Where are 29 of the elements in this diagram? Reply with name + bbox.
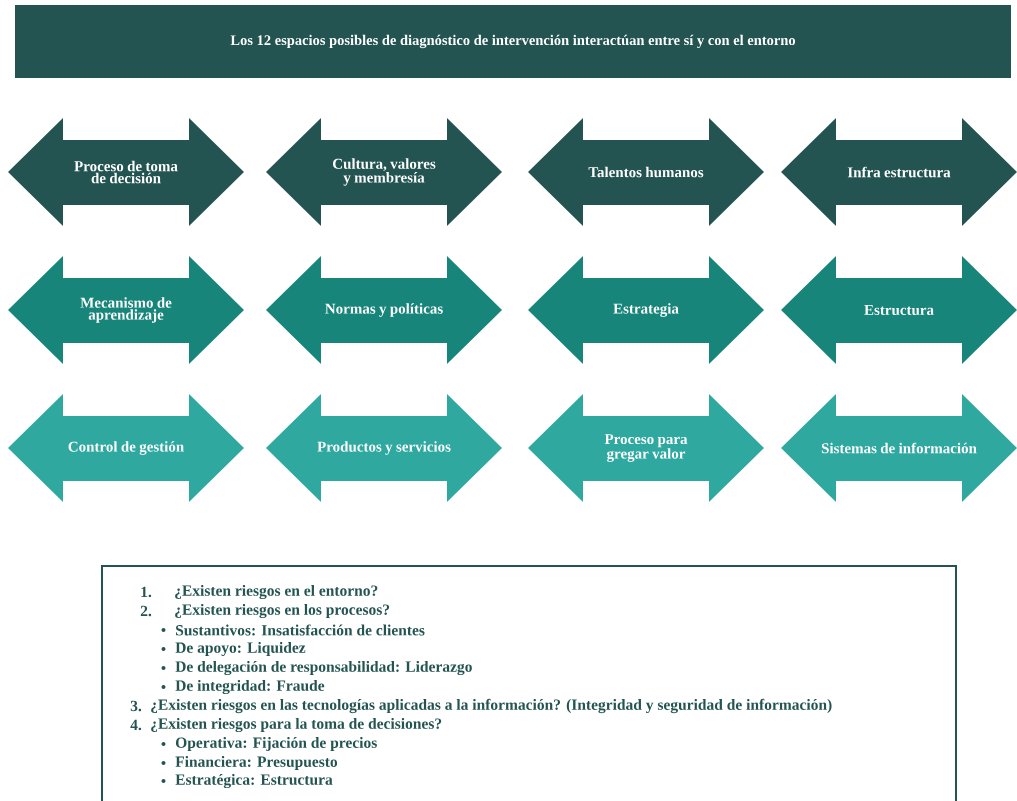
double-headed-banner: Estructura bbox=[781, 256, 1017, 364]
list-number: 1. bbox=[141, 586, 152, 598]
double-headed-banner: Proceso de toma de decisión bbox=[8, 118, 244, 226]
bullet-item: De integridad: Fraude bbox=[161, 679, 325, 695]
double-headed-banner: Proceso para gregar valor bbox=[528, 394, 764, 502]
double-headed-banner: Productos y servicios bbox=[266, 394, 502, 502]
bullet-item: Financiera: Presupuesto bbox=[161, 756, 338, 771]
list-number: 4. bbox=[130, 719, 142, 731]
question-box bbox=[101, 565, 957, 801]
double-headed-banner: Infra estructura bbox=[781, 118, 1017, 226]
bullet-item: Estratégica: Estructura bbox=[161, 773, 333, 789]
double-headed-banner: Mecanismo de aprendizaje bbox=[8, 256, 244, 364]
question-text: ¿Existen riesgos en el entorno? bbox=[175, 584, 378, 600]
list-number: 3. bbox=[130, 700, 142, 712]
double-headed-banner: Normas y políticas bbox=[266, 256, 502, 364]
question-text: ¿Existen riesgos en las tecnologías aplicadas a la información? (Integridad y seguridad de información) bbox=[151, 698, 832, 714]
bullet-item: Sustantivos: Insatisfacción de clientes bbox=[161, 624, 425, 636]
question-text: ¿Existen riesgos en los procesos? bbox=[175, 603, 390, 619]
bullet-item: Operativa: Fijación de precios bbox=[161, 737, 377, 752]
double-headed-banner: Sistemas de información bbox=[781, 394, 1017, 502]
list-number: 2. bbox=[140, 605, 152, 617]
bullet-item: De apoyo: Liquidez bbox=[161, 641, 306, 657]
double-headed-banner: Cultura, valores y membresía bbox=[266, 118, 502, 226]
bullet-item: De delegación de responsabilidad: Liderazgo bbox=[161, 660, 472, 676]
double-headed-banner: Estrategia bbox=[528, 256, 764, 364]
double-headed-banner: Talentos humanos bbox=[528, 118, 764, 226]
question-text: ¿Existen riesgos para la toma de decisiones? bbox=[151, 717, 442, 733]
double-headed-banner: Control de gestión bbox=[8, 394, 244, 502]
title-banner: Los 12 espacios posibles de diagnóstico de intervención interactúan entre sí y con el entorno bbox=[15, 5, 1011, 78]
